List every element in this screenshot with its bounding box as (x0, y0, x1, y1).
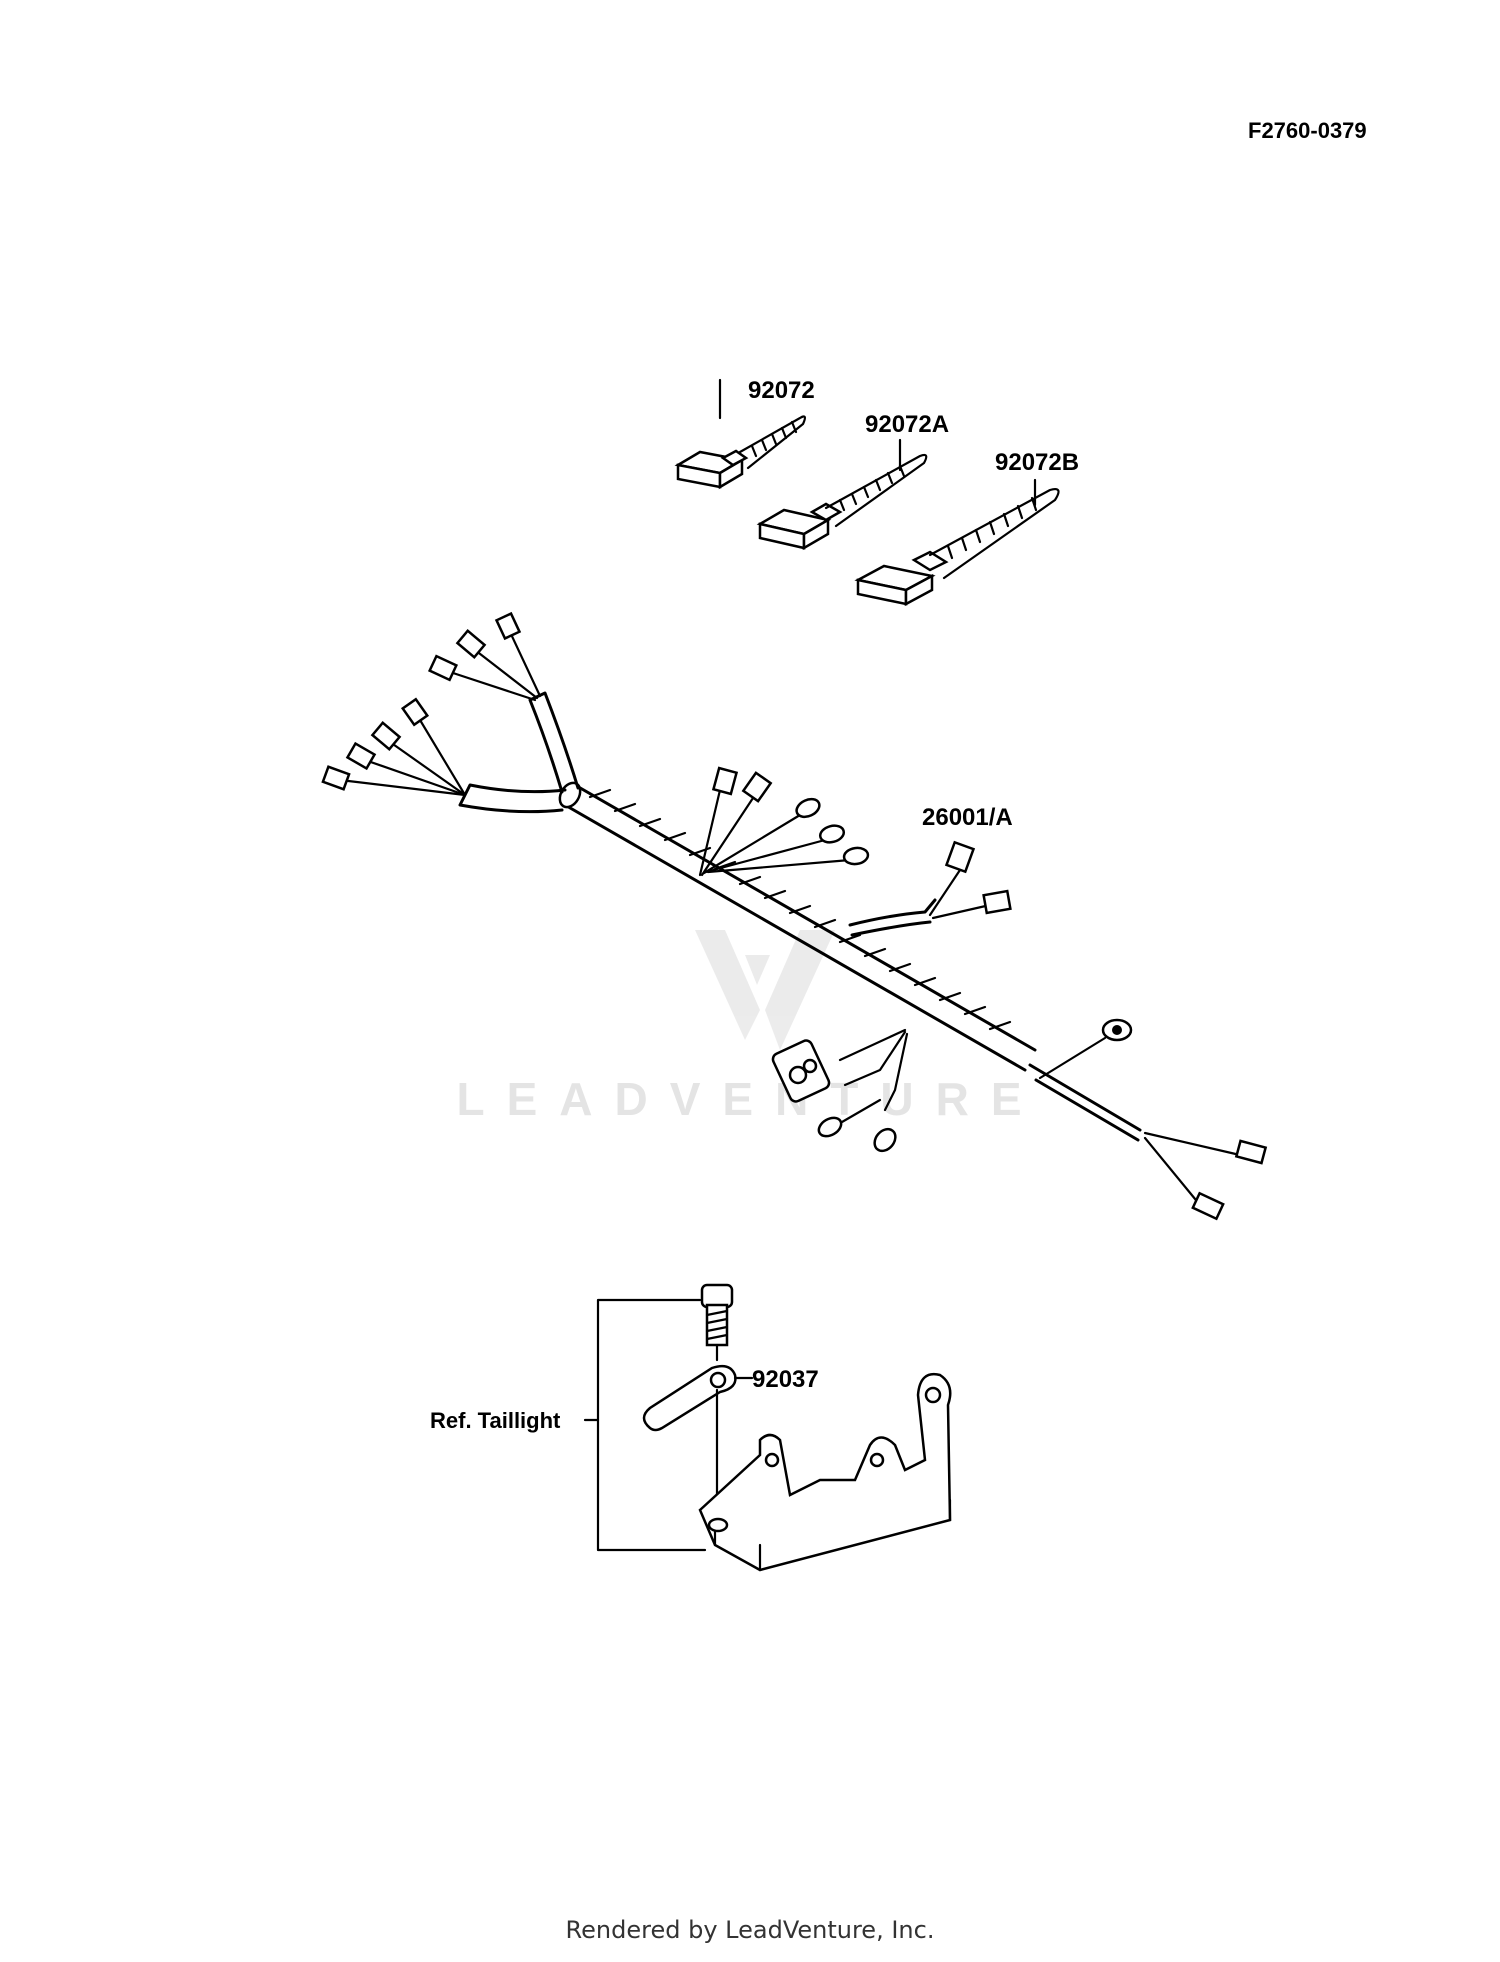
wiring-harness-icon (321, 611, 1268, 1221)
part-label-92072a: 92072A (865, 411, 949, 438)
watermark-logo-icon (695, 930, 835, 1050)
footer-credit: Rendered by LeadVenture, Inc. (565, 1916, 935, 1944)
watermark: LEADVENTURE (456, 930, 1043, 1125)
cable-tie-medium-icon (756, 438, 928, 551)
ref-taillight-bracket-line (583, 1298, 707, 1552)
watermark-text: LEADVENTURE (456, 1073, 1043, 1125)
taillight-bracket-icon (642, 1283, 952, 1572)
cable-tie-small-icon (674, 378, 807, 490)
part-label-26001a: 26001/A (922, 804, 1013, 831)
part-label-92037: 92037 (752, 1366, 819, 1393)
part-label-92072: 92072 (748, 377, 815, 404)
cable-tie-large-icon (854, 478, 1060, 607)
part-label-92072b: 92072B (995, 449, 1079, 476)
ref-taillight-label: Ref. Taillight (430, 1408, 561, 1433)
diagram-code: F2760-0379 (1248, 118, 1367, 143)
